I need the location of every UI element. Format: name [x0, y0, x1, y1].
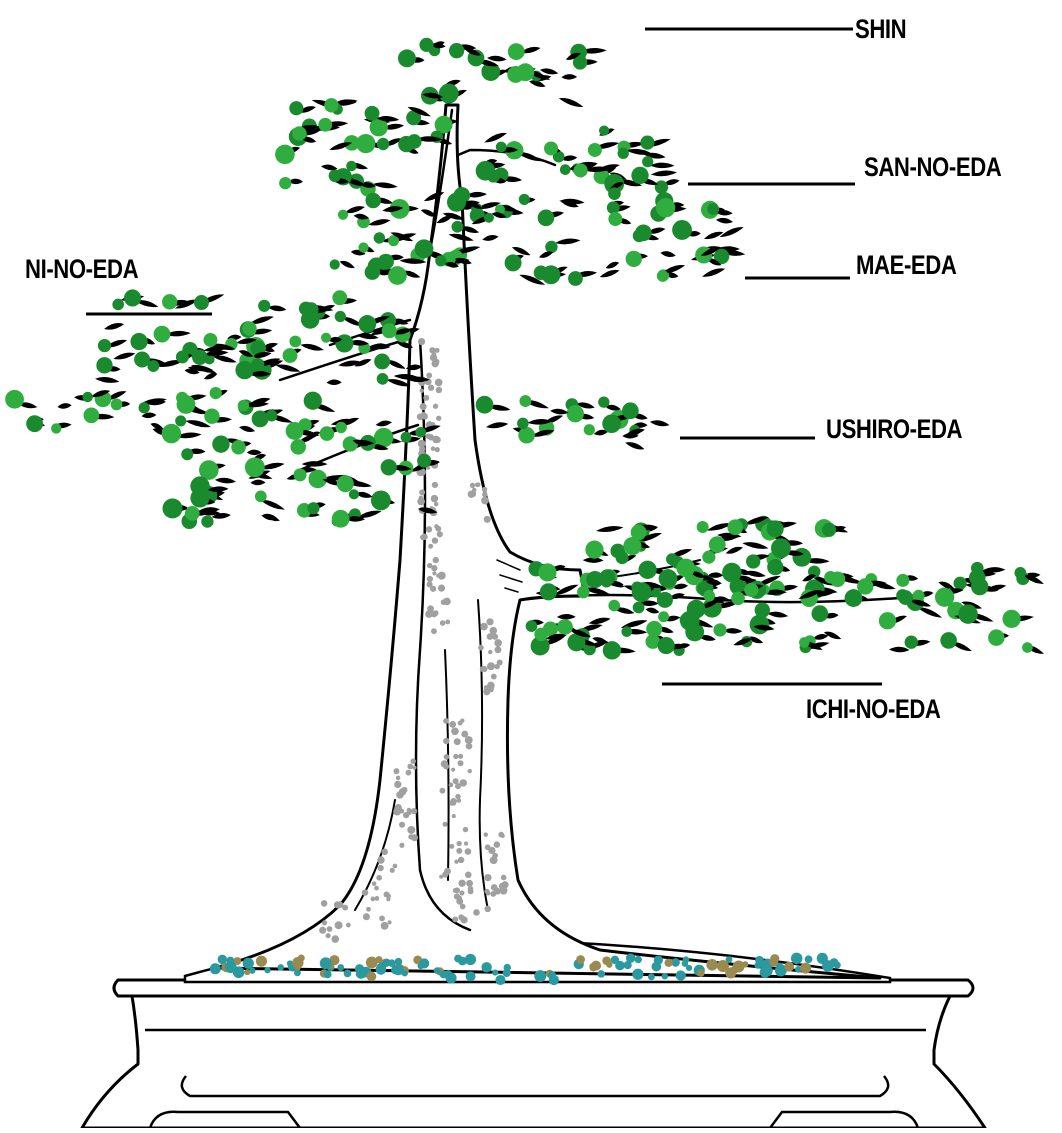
label-san-no-eda: SAN-NO-EDA: [864, 154, 1001, 181]
label-ichi-no-eda: ICHI-NO-EDA: [806, 696, 940, 723]
label-shin: SHIN: [855, 16, 906, 43]
label-ushiro-eda: USHIRO-EDA: [826, 416, 962, 443]
bonsai-pot: [82, 980, 985, 1128]
label-mae-eda: MAE-EDA: [856, 252, 956, 279]
label-ni-no-eda: NI-NO-EDA: [25, 256, 138, 283]
